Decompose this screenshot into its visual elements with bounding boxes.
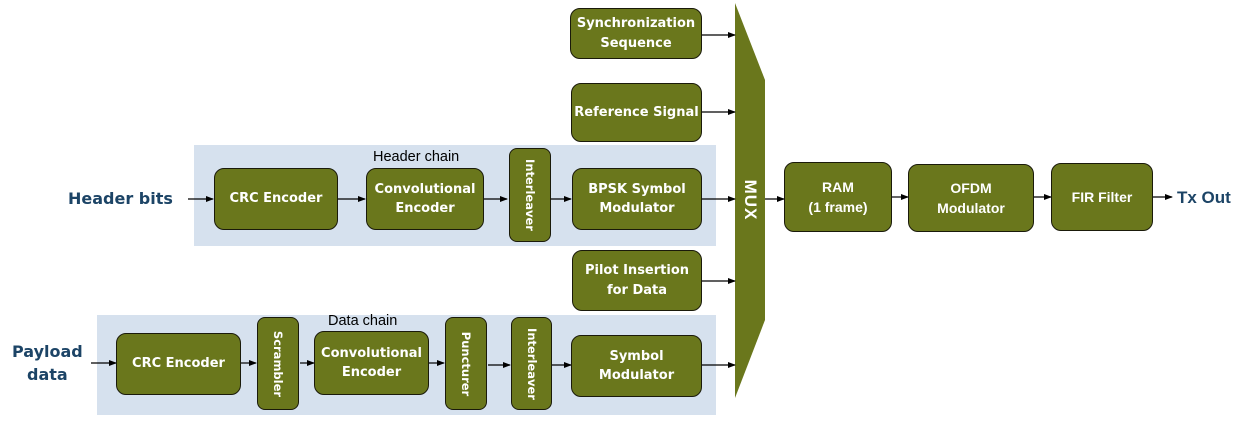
ofdm-modulator-block[interactable]: OFDM Modulator	[908, 164, 1034, 232]
header-chain-title: Header chain	[373, 149, 460, 165]
data-interleaver-label: Interleaver	[524, 327, 539, 400]
header-crc-encoder-block[interactable]: CRC Encoder	[214, 168, 338, 230]
data-crc-encoder-block[interactable]: CRC Encoder	[116, 333, 241, 395]
header-conv-encoder-block[interactable]: Convolutional Encoder	[366, 168, 484, 230]
tx-out-label: Tx Out	[1177, 188, 1231, 207]
data-chain-title: Data chain	[328, 313, 398, 329]
puncturer-label: Puncturer	[459, 331, 473, 396]
symbol-modulator-block[interactable]: Symbol Modulator	[571, 335, 702, 397]
sync-sequence-block[interactable]: Synchronization Sequence	[570, 8, 702, 59]
pilot-insertion-block[interactable]: Pilot Insertion for Data	[572, 250, 702, 311]
header-interleaver-label: Interleaver	[523, 159, 537, 231]
payload-data-label: Payload data	[12, 342, 83, 385]
puncturer-block[interactable]: Puncturer	[445, 317, 487, 410]
data-conv-encoder-block[interactable]: Convolutional Encoder	[314, 331, 429, 395]
header-bits-label: Header bits	[68, 189, 173, 208]
mux-label: MUX	[741, 179, 760, 221]
scrambler-label: Scrambler	[271, 330, 285, 397]
bpsk-modulator-block[interactable]: BPSK Symbol Modulator	[572, 168, 702, 230]
header-interleaver-block[interactable]: Interleaver	[509, 148, 551, 242]
data-interleaver-block[interactable]: Interleaver	[511, 317, 552, 410]
mux-shape	[735, 3, 765, 398]
reference-signal-block[interactable]: Reference Signal	[571, 83, 702, 142]
fir-filter-block[interactable]: FIR Filter	[1051, 163, 1153, 231]
ram-block[interactable]: RAM (1 frame)	[784, 162, 892, 232]
scrambler-block[interactable]: Scrambler	[257, 317, 299, 410]
